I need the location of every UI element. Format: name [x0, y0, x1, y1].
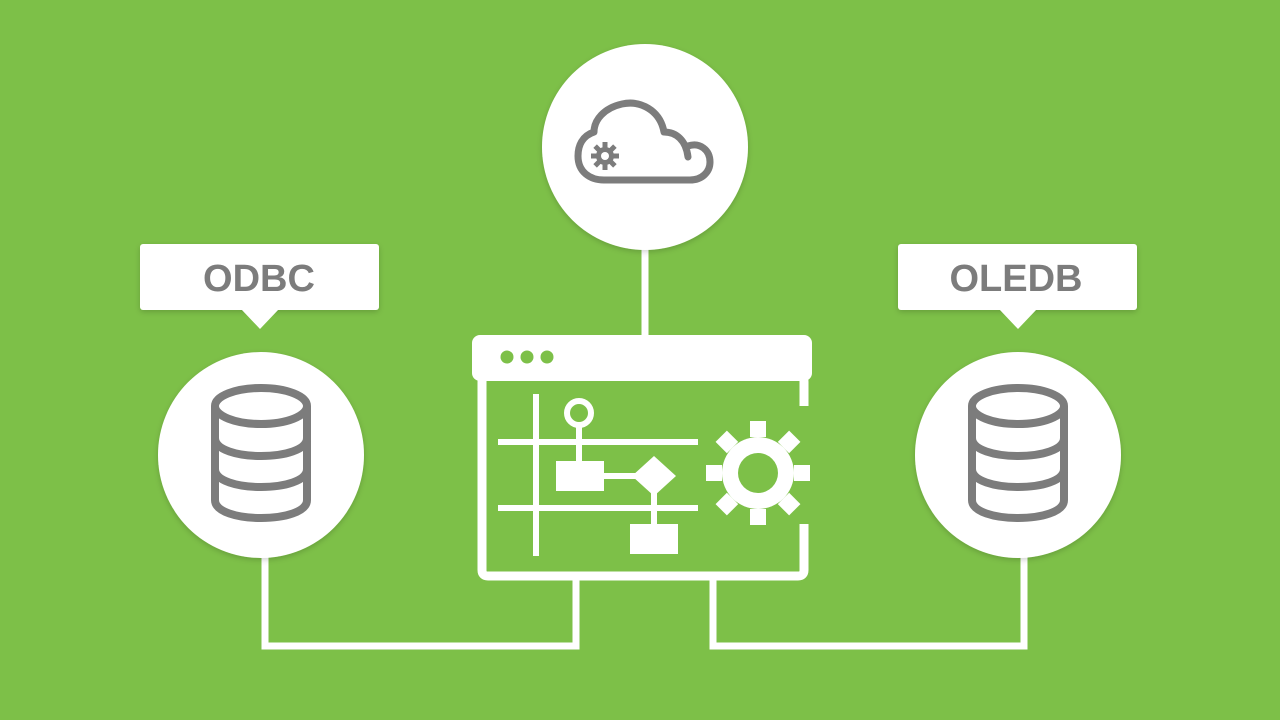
- window-control-dots: [500, 350, 554, 364]
- odbc-database-node: [158, 352, 364, 558]
- connector-lines: [261, 244, 1028, 650]
- flowchart-shapes: [556, 456, 678, 554]
- oledb-database-node: [915, 352, 1121, 558]
- odbc-label-text: ODBC: [203, 258, 315, 300]
- oledb-label: OLEDB: [898, 244, 1137, 329]
- database-icon: [211, 384, 311, 523]
- odbc-label: ODBC: [140, 244, 379, 329]
- odbc-label-box: [140, 244, 379, 310]
- window-title-bar: [472, 335, 812, 381]
- connector-odbc-to-window: [261, 552, 580, 650]
- database-icon: [968, 384, 1068, 523]
- oledb-label-box: [898, 244, 1137, 310]
- oledb-label-text: OLEDB: [950, 258, 1083, 300]
- odbc-label-pointer: [241, 309, 279, 329]
- flowchart-icon: [498, 394, 698, 556]
- application-window: [472, 335, 812, 581]
- connector-oledb-to-window: [709, 552, 1028, 650]
- cloud-node: [542, 44, 748, 250]
- gear-icon: [706, 421, 810, 525]
- cloud-gear-icon: [574, 99, 714, 184]
- oledb-label-pointer: [999, 309, 1037, 329]
- cloud-node-circle: [542, 44, 748, 250]
- cloud-small-gear-icon: [591, 142, 619, 170]
